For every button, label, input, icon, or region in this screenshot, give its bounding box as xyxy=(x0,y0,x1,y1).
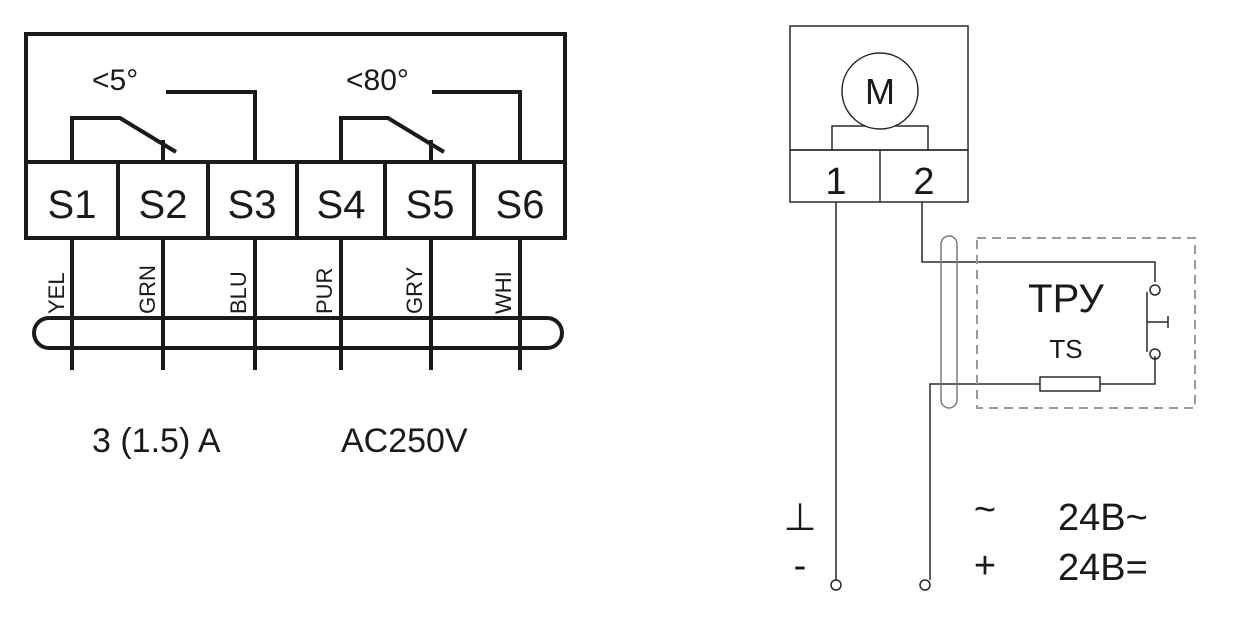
switch-2-contact xyxy=(339,90,522,162)
supply-terminal-minus xyxy=(830,579,842,591)
wire-yel-label: YEL xyxy=(44,272,69,314)
ac-voltage-label: 24В~ xyxy=(1058,497,1148,539)
cable-bundle xyxy=(940,235,958,409)
auxiliary-switch-block: S1 S2 S3 S4 S5 S6 <5° <80° YEL xyxy=(24,32,567,460)
switch-housing xyxy=(24,32,567,164)
current-rating-label: 3 (1.5) A xyxy=(92,422,221,460)
terminal-s3-label: S3 xyxy=(228,183,277,227)
wire-blu-label: BLU xyxy=(226,271,251,314)
thermostat-block: ТРУ TS xyxy=(976,237,1196,409)
motor-terminal-strip xyxy=(789,149,969,203)
supply-terminal-plus xyxy=(919,579,931,591)
terminal-s2-label: S2 xyxy=(139,183,188,227)
dc-voltage-label: 24В= xyxy=(1058,547,1148,589)
switch-1-angle-label: <5° xyxy=(92,64,138,97)
terminal-s4-label: S4 xyxy=(317,183,366,227)
terminal-s1-label: S1 xyxy=(48,183,97,227)
terminal-s6-label: S6 xyxy=(496,183,545,227)
motor-symbol-label: M xyxy=(865,71,895,112)
ac-symbol: ~ xyxy=(974,489,996,531)
motor-terminal-1-label: 1 xyxy=(825,161,846,203)
wire-gry-label: GRY xyxy=(402,266,427,314)
motor-terminal-2-label: 2 xyxy=(913,161,934,203)
cable-sheath xyxy=(32,316,564,350)
wire-grn-label: GRN xyxy=(135,265,160,314)
minus-symbol: - xyxy=(794,545,807,587)
thermostat-housing xyxy=(976,237,1196,409)
motor-symbol-circle xyxy=(841,52,919,130)
plus-symbol: + xyxy=(974,545,996,587)
motor-block: M 1 2 xyxy=(789,25,969,203)
terminal-s5-label: S5 xyxy=(406,183,455,227)
switch-2-angle-label: <80° xyxy=(346,64,409,97)
ground-symbol: ⊥ xyxy=(783,497,816,539)
supply-labels: ⊥ - ~ + 24В~ 24В= xyxy=(783,489,1147,589)
switch-1-contact xyxy=(70,90,257,162)
motor-wiring xyxy=(830,202,1156,591)
thermostat-fuse xyxy=(1039,376,1101,392)
wire-whi-label: WHI xyxy=(491,271,516,314)
thermostat-subtitle: TS xyxy=(1049,334,1082,364)
voltage-rating-label: AC250V xyxy=(341,422,468,460)
wire-pur-label: PUR xyxy=(312,268,337,314)
thermostat-title: ТРУ xyxy=(1028,277,1104,321)
